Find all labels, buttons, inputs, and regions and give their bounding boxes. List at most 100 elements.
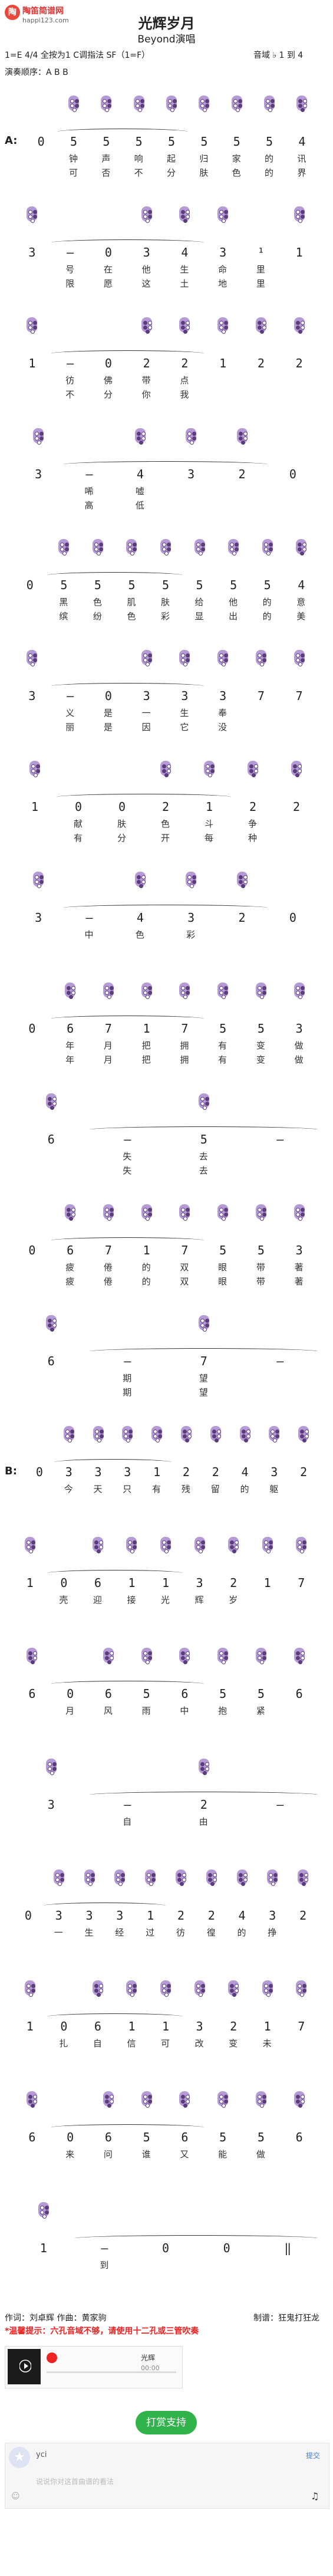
finger-hole xyxy=(39,880,44,884)
finger-hole xyxy=(103,104,107,108)
finger-hole xyxy=(151,1878,156,1882)
lyric: 可 xyxy=(69,167,78,178)
ocarina-fingering-icon xyxy=(230,92,243,113)
fingering-row xyxy=(0,1422,333,1448)
note: 5 xyxy=(135,134,143,149)
finger-hole xyxy=(124,1430,128,1434)
note: 2 xyxy=(207,1908,215,1923)
ocarina-fingering-icon xyxy=(125,535,138,557)
finger-hole xyxy=(67,1213,71,1217)
progress-bar[interactable] xyxy=(47,2371,176,2373)
emoji-icon[interactable]: ☺ xyxy=(11,2492,20,2501)
note: 4 xyxy=(238,1908,246,1923)
sf: SF（1=F） xyxy=(106,51,150,60)
finger-hole xyxy=(107,1217,111,1221)
slur xyxy=(57,129,188,135)
finger-hole xyxy=(300,658,305,662)
audio-player[interactable]: 光辉 00:00 xyxy=(5,2346,183,2388)
finger-hole xyxy=(94,1989,98,1993)
note: 5 xyxy=(162,578,170,592)
ocarina-fingering-icon xyxy=(125,1977,138,1998)
finger-hole xyxy=(109,1656,114,1660)
finger-hole xyxy=(224,986,229,990)
finger-hole xyxy=(130,1549,135,1553)
site-logo[interactable]: 陶 陶笛简谱网 happi123.com xyxy=(5,4,87,32)
finger-hole xyxy=(269,1873,273,1877)
note: 7 xyxy=(298,1576,305,1590)
lyric: 彷 xyxy=(176,1927,185,1938)
finger-hole xyxy=(28,1651,33,1655)
finger-hole xyxy=(50,1106,54,1110)
note: 6 xyxy=(47,1354,55,1368)
ocarina-fingering-icon xyxy=(193,1977,206,1998)
lyric: 他 xyxy=(141,264,151,275)
finger-hole xyxy=(31,662,35,666)
lyric-row: 失去 xyxy=(0,1150,333,1162)
finger-hole xyxy=(299,1878,304,1882)
comment-box[interactable]: ★ yci 提交 说说你对这首曲谱的看法 ☺ ♫ xyxy=(5,2443,329,2509)
finger-hole xyxy=(143,1213,147,1217)
finger-hole xyxy=(271,1882,276,1886)
finger-hole xyxy=(192,875,197,879)
ocarina-fingering-icon xyxy=(197,1312,210,1333)
lyric: 光 xyxy=(161,1595,170,1605)
finger-hole xyxy=(158,1434,163,1438)
ocarina-fingering-icon xyxy=(133,92,146,113)
finger-hole xyxy=(268,108,272,112)
submit-link[interactable]: 提交 xyxy=(306,2452,321,2460)
finger-hole xyxy=(243,436,248,441)
finger-hole xyxy=(210,769,215,773)
finger-hole xyxy=(167,1984,171,1988)
finger-hole xyxy=(200,99,205,103)
finger-hole xyxy=(268,1540,273,1545)
finger-hole xyxy=(50,1328,54,1332)
finger-hole xyxy=(28,653,33,658)
lyric: 它 xyxy=(180,722,189,732)
tip-button[interactable]: 打赏支持 xyxy=(136,2411,197,2434)
finger-hole xyxy=(26,1540,31,1545)
play-icon[interactable] xyxy=(19,2360,31,2373)
fingering-row xyxy=(0,203,333,229)
finger-hole xyxy=(173,104,177,108)
ocarina-fingering-icon xyxy=(178,1644,191,1665)
finger-hole xyxy=(200,1097,205,1101)
lyric: 里 xyxy=(256,264,265,275)
finger-hole xyxy=(295,2099,300,2104)
finger-hole xyxy=(200,543,205,547)
score-line: 3–2–自由 xyxy=(0,1752,333,1862)
finger-hole xyxy=(145,2104,150,2108)
full-press: 全按为1 xyxy=(40,51,71,60)
ocarina-fingering-icon xyxy=(125,1533,138,1555)
finger-hole xyxy=(42,2214,47,2219)
finger-hole xyxy=(238,436,243,441)
logo-mark: 陶 xyxy=(5,5,20,20)
lyric-row: 一生经过彷徨的挣 xyxy=(0,1926,333,1938)
finger-hole xyxy=(164,1549,169,1553)
fingering-row xyxy=(0,1201,333,1227)
lyric: 著 xyxy=(294,1262,304,1273)
finger-hole xyxy=(186,986,190,990)
finger-hole xyxy=(186,326,190,330)
ocarina-fingering-icon xyxy=(28,757,41,778)
finger-hole xyxy=(230,1545,235,1549)
finger-hole xyxy=(233,99,238,103)
lyric: 信 xyxy=(127,2038,136,2049)
finger-hole xyxy=(235,543,239,547)
album-art[interactable] xyxy=(8,2349,41,2384)
note: 0 xyxy=(75,800,83,814)
lyric-row: 来问谁又能做 xyxy=(0,2148,333,2160)
note: – xyxy=(85,911,93,925)
finger-hole xyxy=(302,1540,307,1545)
lyric: 双 xyxy=(180,1262,189,1273)
music-note-icon[interactable]: ♫ xyxy=(311,2490,319,2502)
score-line: 6–7–期望期望 xyxy=(0,1308,333,1419)
finger-hole xyxy=(109,991,114,995)
ocarina-fingering-icon xyxy=(140,1644,153,1665)
note: 5 xyxy=(257,1243,265,1257)
finger-hole xyxy=(219,215,224,219)
comment-input[interactable]: 说说你对这首曲谱的看法 xyxy=(36,2478,114,2486)
lyric: 扎 xyxy=(59,2038,68,2049)
